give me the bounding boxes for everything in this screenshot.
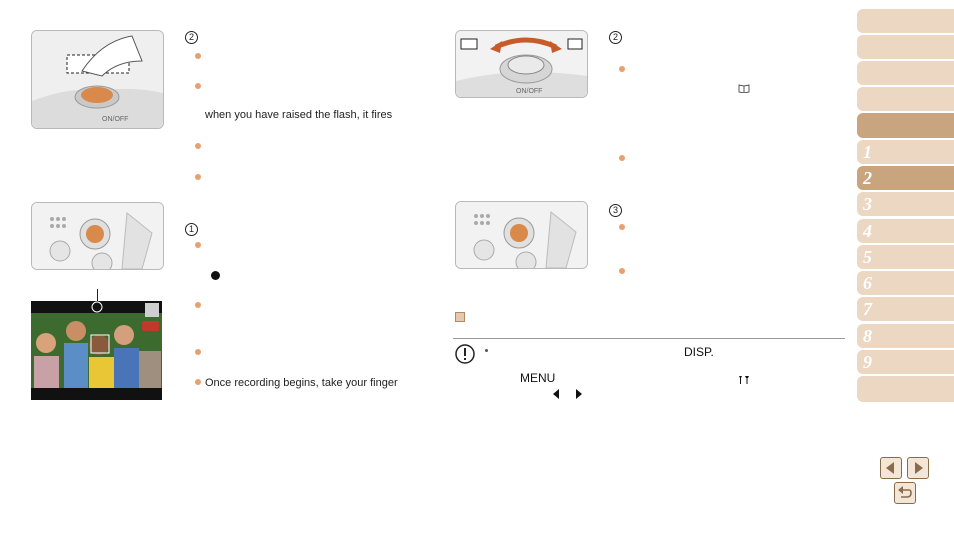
- flash-note-text: when you have raised the flash, it fires: [205, 109, 393, 121]
- left-arrow-icon: [553, 386, 559, 399]
- sidebar-chapter-8[interactable]: 8: [857, 324, 954, 348]
- sidebar-chapter-2[interactable]: 2: [857, 166, 954, 190]
- bullet: [619, 224, 625, 230]
- menu-button-label: MENU: [520, 371, 556, 385]
- note-bullet: [485, 349, 488, 352]
- sidebar-chapter-7[interactable]: 7: [857, 297, 954, 321]
- svg-text:ON/OFF: ON/OFF: [102, 116, 128, 123]
- section-marker-square: [455, 312, 465, 322]
- bullet: [195, 302, 201, 308]
- sidebar-chapter-6[interactable]: 6: [857, 271, 954, 295]
- next-page-button[interactable]: [907, 457, 929, 479]
- camera-zoom-illustration: ON/OFF: [455, 30, 588, 98]
- svg-text:ON/OFF: ON/OFF: [516, 88, 542, 95]
- step-number: 1: [185, 223, 198, 236]
- prev-page-button[interactable]: [880, 457, 902, 479]
- sidebar-tab-top-4[interactable]: [857, 87, 954, 111]
- note-divider: [453, 338, 845, 339]
- right-arrow-icon: [915, 462, 923, 474]
- sidebar-tab-top-2[interactable]: [857, 35, 954, 59]
- sidebar-chapter-3[interactable]: 3: [857, 192, 954, 216]
- bullet: [619, 155, 625, 161]
- bullet: [195, 242, 201, 248]
- sidebar-chapter-5[interactable]: 5: [857, 245, 954, 269]
- bullet: [195, 379, 201, 385]
- bullet: [195, 174, 201, 180]
- sidebar-chapter-1[interactable]: 1: [857, 140, 954, 164]
- sidebar-tab-top-1[interactable]: [857, 9, 954, 33]
- step-number: 2: [185, 31, 198, 44]
- camera-movie-button-illustration-2: [455, 201, 588, 269]
- sidebar-tab-top-3[interactable]: [857, 61, 954, 85]
- return-button[interactable]: [894, 482, 916, 504]
- step-number: 3: [609, 204, 622, 217]
- caution-icon: [455, 344, 475, 364]
- left-arrow-icon: [886, 462, 894, 474]
- record-dot-icon: [211, 271, 220, 280]
- step-number: 2: [609, 31, 622, 44]
- bullet: [619, 66, 625, 72]
- bullet: [195, 83, 201, 89]
- bullet: [195, 349, 201, 355]
- sidebar-chapter-9[interactable]: 9: [857, 350, 954, 374]
- recording-screen-photo: [31, 301, 162, 400]
- bullet: [195, 53, 201, 59]
- sidebar-chapter-4[interactable]: 4: [857, 219, 954, 243]
- tools-icon: [738, 372, 750, 384]
- bullet: [619, 268, 625, 274]
- return-icon: [898, 486, 912, 498]
- sidebar-tab-bottom[interactable]: [857, 376, 954, 402]
- camera-shutter-illustration: ON/OFF: [31, 30, 164, 129]
- right-arrow-icon: [576, 386, 582, 399]
- disp-button-label: DISP.: [684, 345, 714, 359]
- camera-movie-button-illustration: [31, 202, 164, 270]
- callout-line: [97, 289, 98, 301]
- book-icon: [738, 80, 750, 94]
- sidebar-tab-section[interactable]: [857, 113, 954, 138]
- bullet: [195, 143, 201, 149]
- recording-text: Once recording begins, take your finger: [205, 377, 398, 389]
